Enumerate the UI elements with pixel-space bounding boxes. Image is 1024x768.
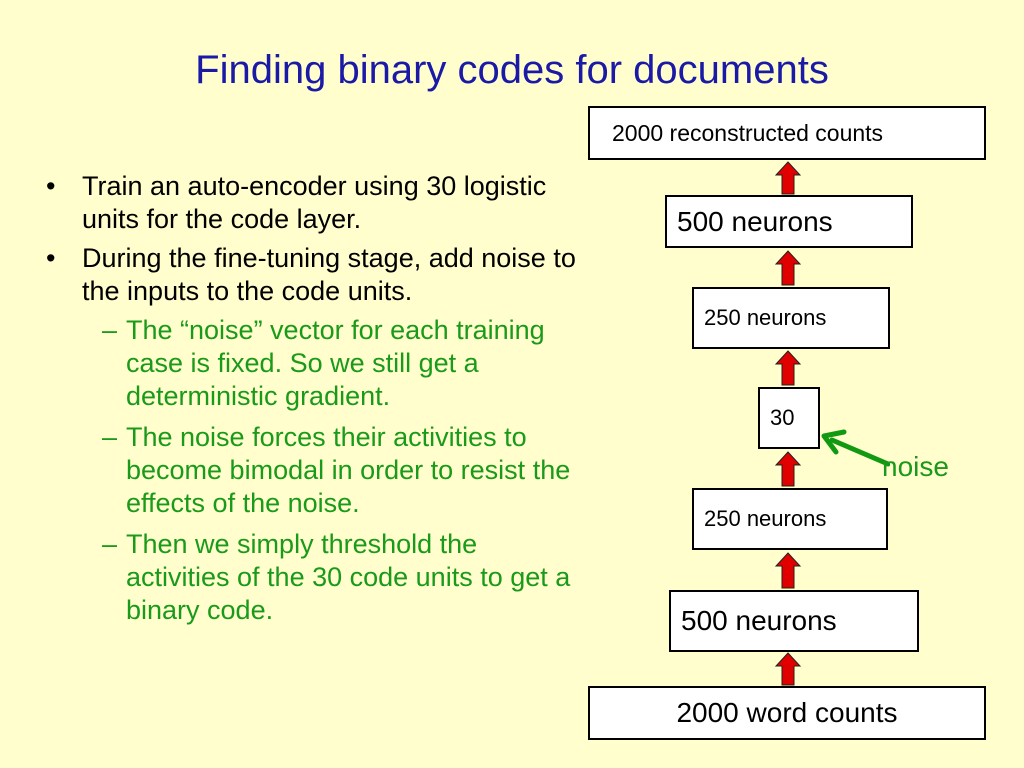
sub-bullet-dash: – — [102, 422, 118, 452]
layer-label: 250 neurons — [704, 305, 827, 330]
bullet-item: • During the fine-tuning stage, add nois… — [46, 242, 586, 308]
sub-bullet-item: – The noise forces their activities to b… — [46, 421, 586, 520]
sub-bullet-dash: – — [102, 529, 118, 559]
noise-label: noise — [882, 451, 949, 482]
layer-label: 250 neurons — [704, 506, 827, 531]
bullet-dot: • — [46, 243, 56, 273]
layer-word-counts: 2000 word counts — [588, 686, 986, 740]
sub-bullet-text: The noise forces their activities to bec… — [126, 422, 571, 518]
layer-reconstructed-counts: 2000 reconstructed counts — [588, 106, 986, 160]
arrow-up-icon — [775, 451, 801, 487]
bullet-item: • Train an auto-encoder using 30 logisti… — [46, 170, 586, 236]
layer-label: 500 neurons — [677, 205, 833, 237]
layer-250-top: 250 neurons — [692, 287, 890, 349]
sub-bullet-dash: – — [102, 315, 118, 345]
noise-arrow-icon — [821, 429, 890, 467]
layer-label: 2000 word counts — [676, 697, 898, 728]
slide-title: Finding binary codes for documents — [195, 48, 829, 92]
sub-bullet-text: Then we simply threshold the activities … — [126, 529, 571, 625]
bullet-text: Train an auto-encoder using 30 logistic … — [82, 171, 547, 234]
layer-code-30: 30 — [758, 387, 820, 449]
arrow-up-icon — [775, 552, 801, 589]
sub-bullet-text: The “noise” vector for each training cas… — [126, 315, 545, 411]
bullet-dot: • — [46, 171, 56, 201]
layer-label: 30 — [770, 405, 795, 430]
sub-bullet-item: – The “noise” vector for each training c… — [46, 314, 586, 413]
arrow-up-icon — [775, 350, 801, 386]
bullet-text: During the fine-tuning stage, add noise … — [82, 243, 576, 306]
bullet-list: • Train an auto-encoder using 30 logisti… — [46, 170, 586, 635]
layer-500-bottom: 500 neurons — [669, 590, 919, 652]
arrow-up-icon — [775, 161, 801, 195]
layer-250-bottom: 250 neurons — [692, 488, 888, 550]
arrow-up-icon — [775, 652, 801, 686]
layer-label: 2000 reconstructed counts — [612, 119, 884, 146]
layer-500-top: 500 neurons — [665, 195, 913, 248]
layer-label: 500 neurons — [681, 605, 837, 636]
sub-bullet-item: – Then we simply threshold the activitie… — [46, 528, 586, 627]
arrow-up-icon — [775, 250, 801, 286]
